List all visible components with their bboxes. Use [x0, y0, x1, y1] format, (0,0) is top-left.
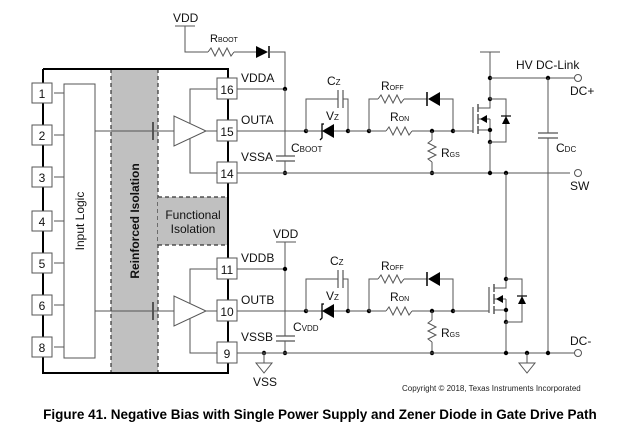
dc-minus-terminal-icon — [574, 349, 582, 357]
ground-icon — [517, 362, 537, 374]
roff-bottom-label: ROFF — [381, 259, 404, 273]
dc-minus: DC- — [517, 334, 591, 374]
gate-drive-path-bottom: CZ VZ ROFF RON RGS — [237, 254, 575, 356]
rboot-label: RBOOT — [210, 33, 239, 45]
rgs-bottom-label: RGS — [441, 326, 460, 340]
pin-6: 6 — [31, 294, 64, 316]
zener-diode-icon — [322, 304, 334, 318]
vddb-label: VDDB — [241, 251, 274, 265]
pin-1: 1 — [31, 82, 64, 104]
pin-9-label: 9 — [224, 347, 231, 361]
buffer-amplifier-icon — [173, 115, 208, 147]
pin-3-label: 3 — [39, 171, 46, 185]
pin-10-label: 10 — [220, 305, 234, 319]
pin-3: 3 — [31, 166, 64, 188]
rgs-top-label: RGS — [441, 146, 460, 160]
buffer-amplifier-icon — [173, 295, 208, 327]
channel-b-driver — [95, 268, 217, 354]
bootstrap-supply: VDD RBOOT CBOOT — [173, 11, 322, 176]
mosfet-high-side-icon — [472, 51, 511, 176]
pin-8: 8 — [31, 336, 64, 358]
roff-diode-icon — [428, 272, 440, 286]
reinforced-isolation-band — [111, 69, 158, 373]
roff-resistor-icon — [377, 93, 405, 105]
ground-icon — [254, 362, 274, 374]
pin-2-label: 2 — [39, 129, 46, 143]
cboot-label: CBOOT — [291, 141, 322, 155]
dc-minus-label: DC- — [570, 334, 591, 348]
pin-6-label: 6 — [39, 299, 46, 313]
functional-isolation-box — [158, 197, 228, 245]
pin-10: 10 — [216, 299, 238, 322]
pin-1-label: 1 — [39, 87, 46, 101]
sw-label: SW — [570, 179, 590, 193]
pin-4-label: 4 — [39, 215, 46, 229]
cz-bottom-label: CZ — [330, 254, 344, 268]
mosfet-low-side-icon — [488, 276, 527, 356]
input-logic-label: Input Logic — [73, 192, 87, 251]
figure-caption: Figure 41. Negative Bias with Single Pow… — [43, 407, 597, 422]
vdd-top-label: VDD — [173, 11, 199, 25]
outb-label: OUTB — [241, 293, 274, 307]
vssb-label: VSSB — [241, 330, 273, 344]
pin-16-label: 16 — [220, 83, 234, 97]
channel-a-driver — [95, 88, 217, 174]
gate-drive-path-top: CZ VZ ROFF RON RGS — [237, 74, 570, 176]
dc-plus-terminal-icon — [574, 74, 582, 82]
pin-14: 14 — [216, 161, 238, 184]
functional-isolation-label-2: Isolation — [171, 222, 216, 236]
pin-16: 16 — [216, 77, 238, 100]
pin-11: 11 — [216, 257, 238, 280]
rgs-resistor-icon — [426, 139, 438, 163]
boot-diode-icon — [256, 46, 268, 58]
vz-top-label: VZ — [326, 109, 339, 123]
body-diode-icon — [518, 296, 526, 304]
pin-5: 5 — [31, 252, 64, 274]
body-diode-icon — [502, 116, 510, 124]
roff-diode-icon — [428, 92, 440, 106]
cz-top-label: CZ — [327, 74, 341, 88]
sw-terminal-icon — [574, 169, 582, 177]
pin-4: 4 — [31, 210, 64, 232]
ron-bottom-label: RON — [390, 290, 409, 304]
rboot-resistor-icon — [207, 46, 235, 58]
roff-top-label: ROFF — [381, 79, 404, 93]
functional-isolation-label-1: Functional — [165, 208, 220, 222]
ron-resistor-icon — [385, 125, 413, 137]
reinforced-isolation-label: Reinforced Isolation — [128, 163, 142, 278]
pin-15: 15 — [216, 119, 238, 142]
dc-link: HV DC-Link DC+ CDC SW — [490, 58, 594, 353]
left-pins: 1 2 3 4 5 6 8 — [31, 82, 64, 358]
pin-14-label: 14 — [220, 167, 234, 181]
ron-top-label: RON — [390, 110, 409, 124]
vdda-label: VDDA — [241, 71, 274, 85]
pin-8-label: 8 — [39, 341, 46, 355]
vdd-supply-bottom: VDD CVDD VSS — [237, 227, 319, 389]
hv-dc-link-label: HV DC-Link — [516, 58, 580, 72]
roff-resistor-icon — [377, 273, 405, 285]
vz-bottom-label: VZ — [326, 289, 339, 303]
vss-label: VSS — [253, 375, 277, 389]
pin-9: 9 — [216, 341, 238, 364]
dc-plus-label: DC+ — [570, 84, 594, 98]
vdd-bottom-label: VDD — [273, 227, 299, 241]
rgs-resistor-icon — [426, 319, 438, 343]
cdc-label: CDC — [556, 141, 576, 155]
cvdd-label: CVDD — [293, 320, 319, 334]
pin-2: 2 — [31, 124, 64, 146]
pin-5-label: 5 — [39, 257, 46, 271]
input-logic-block — [63, 83, 96, 359]
copyright-text: Copyright © 2018, Texas Instruments Inco… — [402, 384, 581, 393]
zener-diode-icon — [322, 124, 334, 138]
vssa-label: VSSA — [241, 150, 273, 164]
ron-resistor-icon — [385, 305, 413, 317]
outa-label: OUTA — [241, 113, 273, 127]
pin-11-label: 11 — [221, 263, 234, 277]
pin-15-label: 15 — [220, 125, 234, 139]
